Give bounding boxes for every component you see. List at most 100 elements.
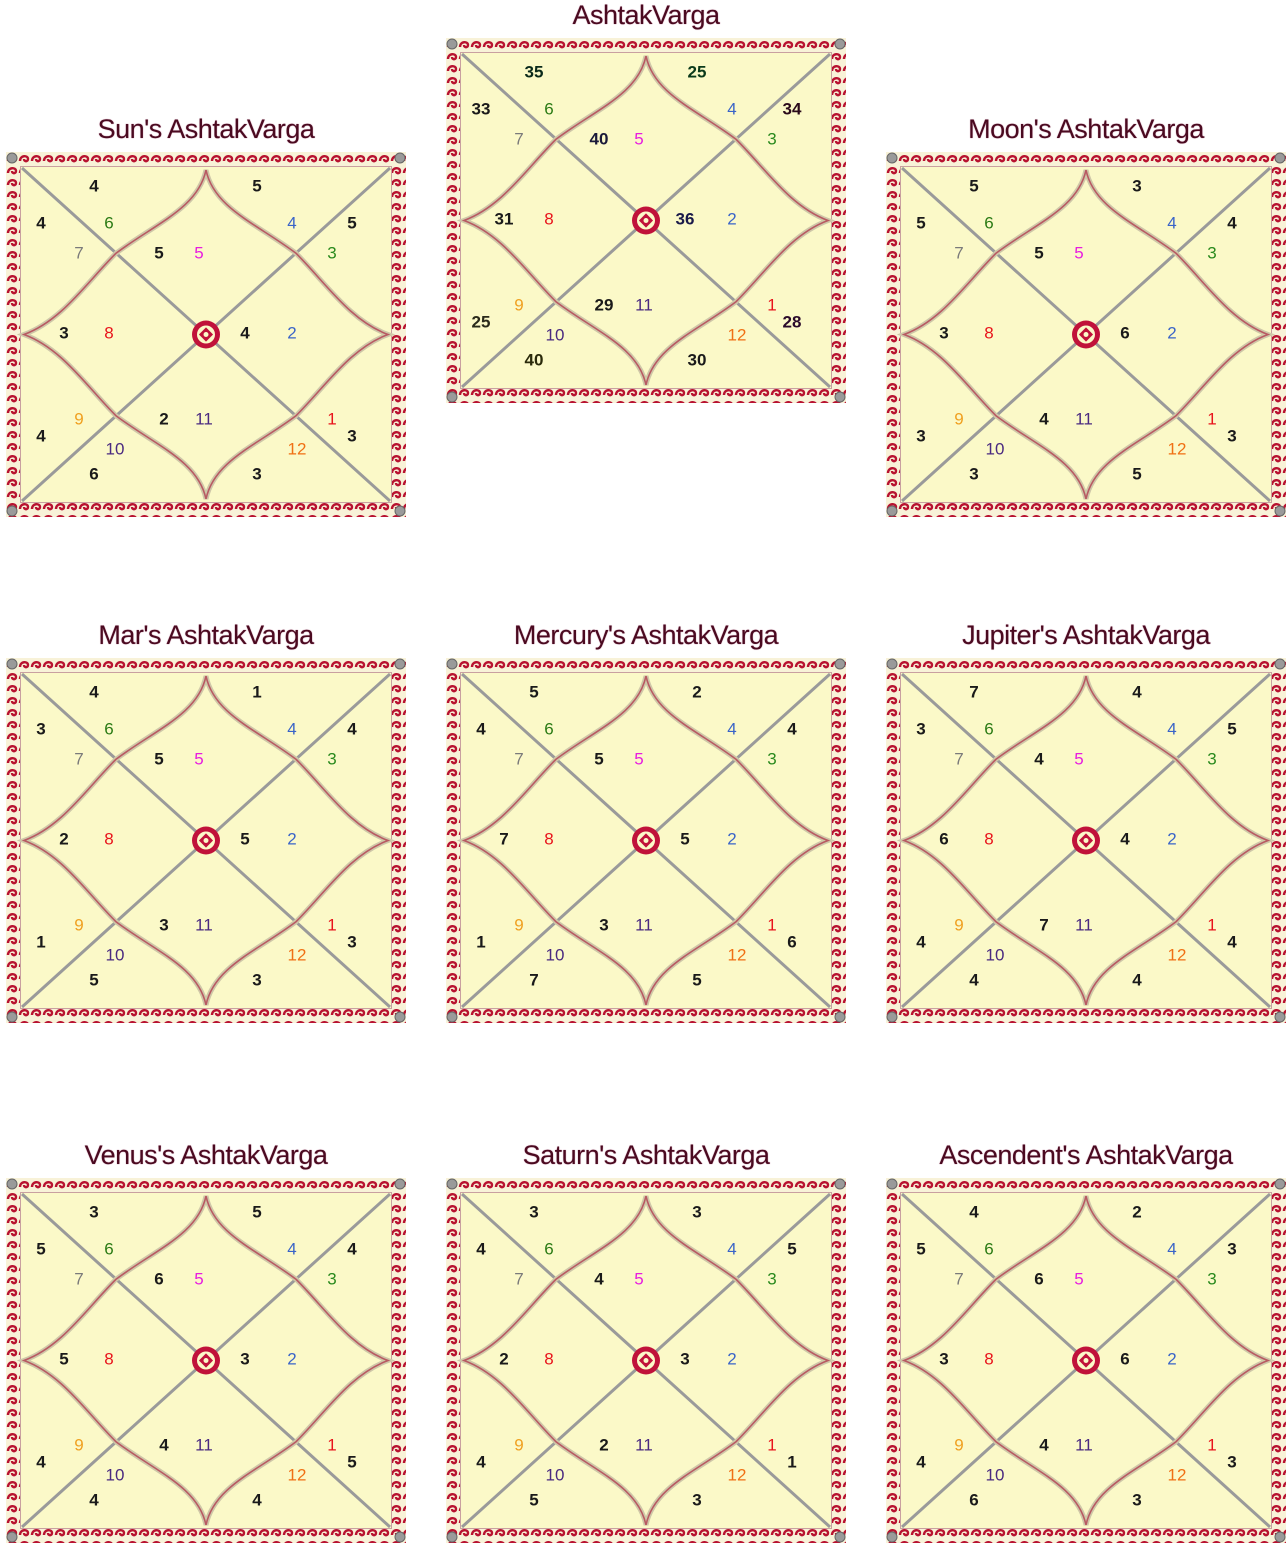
house-number-7: 7 bbox=[74, 749, 83, 768]
house-number-5: 5 bbox=[1074, 749, 1083, 768]
house-number-5: 5 bbox=[634, 749, 643, 768]
bindu-points-house-9: 3 bbox=[347, 932, 356, 951]
bindu-points-house-5: 1 bbox=[476, 932, 485, 951]
house-number-1: 1 bbox=[767, 915, 776, 934]
house-number-7: 7 bbox=[74, 1269, 83, 1288]
center-ornament-icon bbox=[1072, 321, 1100, 349]
corner-stud bbox=[1275, 506, 1285, 516]
house-number-6: 6 bbox=[544, 99, 553, 118]
corner-stud bbox=[7, 659, 17, 669]
house-number-3: 3 bbox=[767, 1269, 776, 1288]
house-number-4: 4 bbox=[1167, 1239, 1176, 1258]
house-number-12: 12 bbox=[288, 1465, 307, 1484]
house-number-10: 10 bbox=[106, 439, 125, 458]
house-number-4: 4 bbox=[727, 1239, 736, 1258]
bindu-points-house-3: 4 bbox=[476, 719, 486, 738]
bindu-points-house-10: 3 bbox=[969, 464, 978, 483]
bindu-points-house-5: 1 bbox=[36, 932, 45, 951]
chart-title: Saturn's AshtakVarga bbox=[446, 1140, 846, 1171]
bindu-points-house-11: 34 bbox=[783, 99, 802, 118]
bindu-points-house-11: 4 bbox=[1227, 213, 1237, 232]
bindu-points-house-10: 7 bbox=[529, 970, 538, 989]
house-number-9: 9 bbox=[74, 915, 83, 934]
bindu-points-house-7: 2 bbox=[599, 1435, 608, 1454]
house-number-7: 7 bbox=[514, 749, 523, 768]
bindu-points-house-1: 4 bbox=[240, 323, 250, 342]
house-number-9: 9 bbox=[954, 1435, 963, 1454]
chart-title: Sun's AshtakVarga bbox=[6, 114, 406, 145]
bindu-points-house-12: 4 bbox=[969, 1202, 979, 1221]
house-number-11: 11 bbox=[1075, 409, 1093, 428]
bindu-points-house-8: 3 bbox=[252, 464, 261, 483]
bindu-points-house-6: 5 bbox=[154, 243, 163, 262]
bindu-points-house-2: 5 bbox=[252, 176, 261, 195]
bindu-points-house-9: 3 bbox=[1227, 1452, 1236, 1471]
bindu-points-house-7: 3 bbox=[599, 915, 608, 934]
corner-stud bbox=[395, 1532, 405, 1542]
corner-stud bbox=[887, 659, 897, 669]
bindu-points-house-3: 5 bbox=[916, 213, 925, 232]
bindu-points-house-9: 3 bbox=[347, 426, 356, 445]
chart-svg: 123456789101112513215333544 bbox=[6, 658, 406, 1023]
bindu-points-house-9: 1 bbox=[787, 1452, 796, 1471]
house-number-5: 5 bbox=[1074, 243, 1083, 262]
house-number-4: 4 bbox=[727, 719, 736, 738]
corner-stud bbox=[887, 1012, 897, 1022]
bindu-points-house-12: 3 bbox=[89, 1202, 98, 1221]
center-ornament-icon bbox=[632, 1347, 660, 1375]
house-number-10: 10 bbox=[546, 1465, 565, 1484]
ashtakvarga-chart: 123456789101112625346433634 bbox=[886, 1178, 1286, 1543]
corner-stud bbox=[7, 1532, 17, 1542]
corner-stud bbox=[887, 1532, 897, 1542]
house-number-8: 8 bbox=[544, 829, 553, 848]
house-number-2: 2 bbox=[287, 829, 296, 848]
bindu-points-house-6: 40 bbox=[590, 129, 609, 148]
bindu-points-house-10: 5 bbox=[529, 1490, 538, 1509]
house-number-5: 5 bbox=[194, 243, 203, 262]
house-number-1: 1 bbox=[1207, 915, 1216, 934]
bindu-points-house-3: 33 bbox=[472, 99, 491, 118]
house-number-12: 12 bbox=[728, 325, 747, 344]
bindu-points-house-5: 4 bbox=[916, 932, 926, 951]
house-number-3: 3 bbox=[327, 243, 336, 262]
house-number-11: 11 bbox=[195, 915, 213, 934]
chart-svg: 123456789101112443644744457 bbox=[886, 658, 1286, 1023]
house-number-10: 10 bbox=[546, 945, 565, 964]
house-number-5: 5 bbox=[1074, 1269, 1083, 1288]
chart-title: Moon's AshtakVarga bbox=[886, 114, 1286, 145]
bindu-points-house-8: 4 bbox=[252, 1490, 262, 1509]
bindu-points-house-9: 4 bbox=[1227, 932, 1237, 951]
corner-stud bbox=[835, 1532, 845, 1542]
house-number-8: 8 bbox=[104, 323, 113, 342]
house-number-5: 5 bbox=[194, 749, 203, 768]
house-number-12: 12 bbox=[1168, 1465, 1187, 1484]
house-number-6: 6 bbox=[104, 719, 113, 738]
chart-title: Mar's AshtakVarga bbox=[6, 620, 406, 651]
house-number-11: 11 bbox=[635, 295, 653, 314]
bindu-points-house-1: 5 bbox=[240, 829, 249, 848]
house-number-6: 6 bbox=[104, 1239, 113, 1258]
house-number-1: 1 bbox=[767, 1435, 776, 1454]
corner-stud bbox=[395, 153, 405, 163]
bindu-points-house-12: 3 bbox=[529, 1202, 538, 1221]
corner-stud bbox=[1275, 1532, 1285, 1542]
house-number-5: 5 bbox=[634, 1269, 643, 1288]
bindu-points-house-11: 4 bbox=[787, 719, 797, 738]
corner-stud bbox=[447, 659, 457, 669]
house-number-9: 9 bbox=[514, 295, 523, 314]
house-number-7: 7 bbox=[954, 243, 963, 262]
bindu-points-house-10: 4 bbox=[969, 970, 979, 989]
bindu-points-house-5: 4 bbox=[916, 1452, 926, 1471]
bindu-points-house-3: 5 bbox=[916, 1239, 925, 1258]
house-number-5: 5 bbox=[194, 1269, 203, 1288]
corner-stud bbox=[887, 1179, 897, 1189]
bindu-points-house-1: 6 bbox=[1120, 323, 1129, 342]
house-number-4: 4 bbox=[287, 1239, 296, 1258]
house-number-1: 1 bbox=[1207, 1435, 1216, 1454]
corner-stud bbox=[395, 506, 405, 516]
corner-stud bbox=[447, 392, 457, 402]
corner-stud bbox=[1275, 1012, 1285, 1022]
house-number-12: 12 bbox=[1168, 439, 1187, 458]
